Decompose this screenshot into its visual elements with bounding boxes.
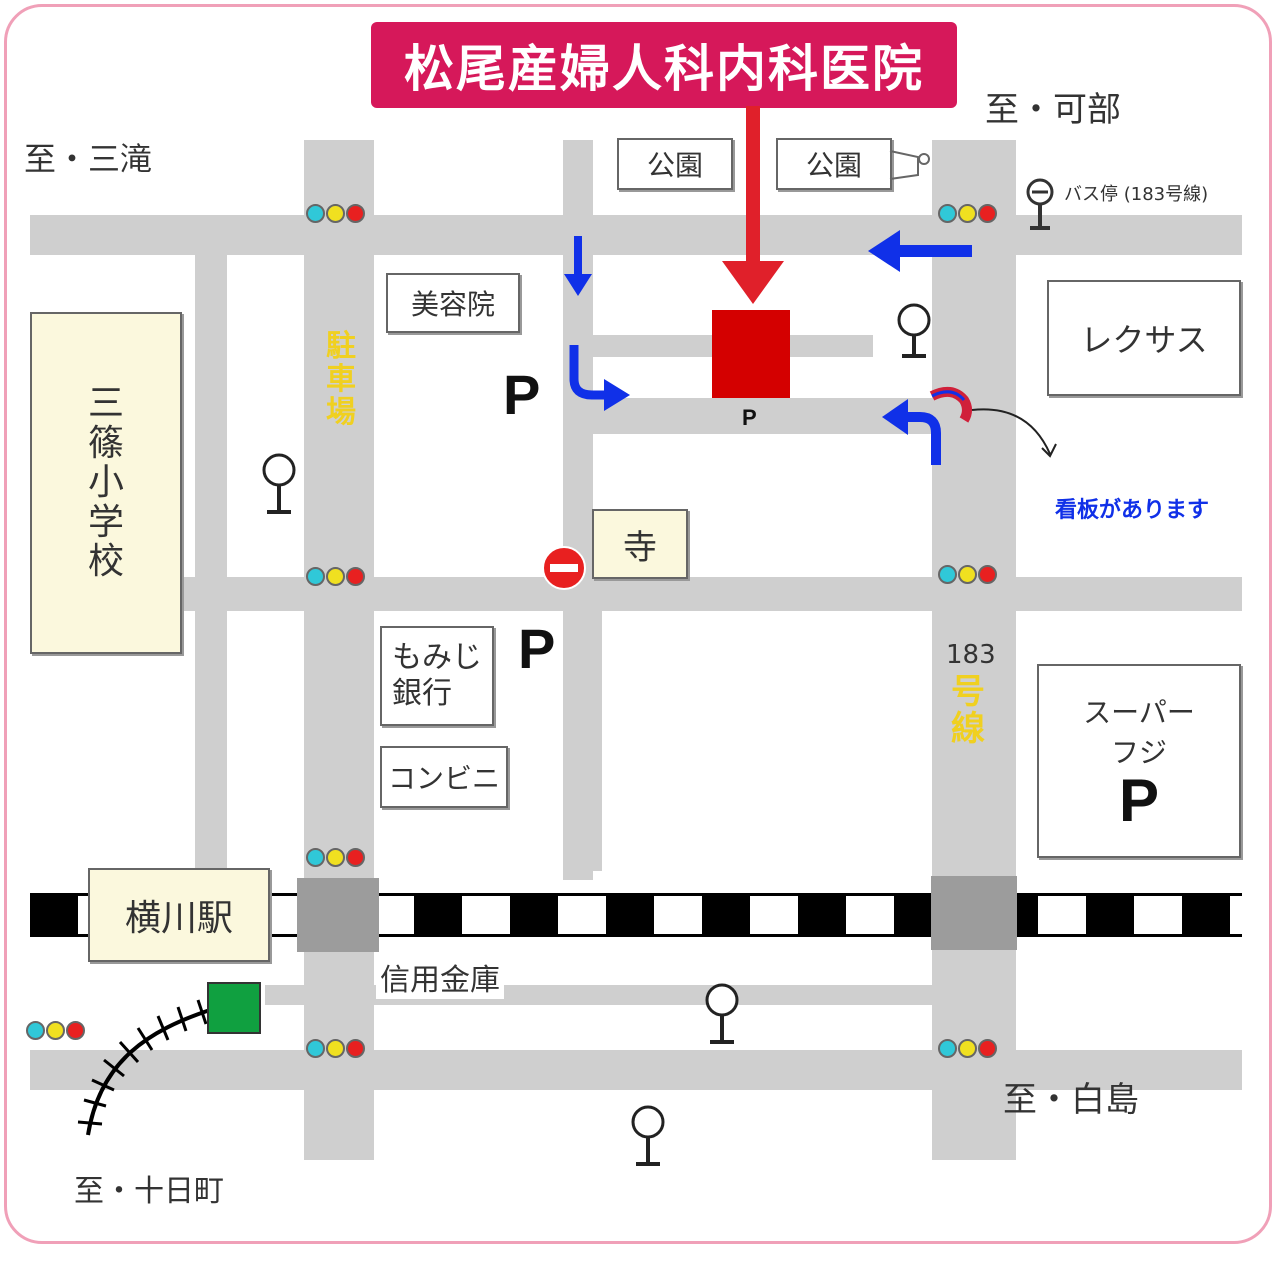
traffic-signal-icon bbox=[938, 565, 997, 584]
traffic-signal-icon bbox=[306, 1039, 365, 1058]
super-fuji-name-1: スーパー bbox=[1083, 696, 1195, 729]
railway-crossing-east bbox=[931, 876, 1017, 950]
direction-kabe: 至・可部 bbox=[985, 90, 1121, 130]
traffic-signal-icon bbox=[938, 204, 997, 223]
school-name-char: 三 bbox=[87, 383, 124, 425]
lexus-box: レクサス bbox=[1047, 280, 1241, 396]
traffic-signal-icon bbox=[306, 848, 365, 867]
traffic-signal-icon bbox=[938, 1039, 997, 1058]
parking-mark-south: P bbox=[518, 617, 556, 680]
road-route183 bbox=[932, 140, 1016, 1160]
parking-mark-north: P bbox=[503, 363, 541, 426]
clinic-title-banner: 松尾産婦人科内科医院 bbox=[371, 22, 957, 108]
school-name-char: 学 bbox=[87, 501, 124, 543]
bus-stop-pin-icon bbox=[705, 983, 739, 1044]
school-name-char: 篠 bbox=[87, 422, 124, 464]
momiji-bank-name: もみじ 銀行 bbox=[392, 640, 482, 711]
park-box-2: 公園 bbox=[776, 138, 892, 190]
school-name-char: 小 bbox=[87, 462, 124, 504]
momiji-bank-box: もみじ 銀行 bbox=[380, 626, 494, 726]
clinic-parking-label: P bbox=[742, 405, 757, 430]
bus-stop-pin-icon bbox=[631, 1105, 665, 1166]
clinic-building bbox=[712, 310, 790, 398]
railway-crossing-west bbox=[297, 878, 379, 952]
parking-lot-char: 車 bbox=[326, 362, 356, 397]
beauty-salon-box: 美容院 bbox=[386, 273, 520, 333]
school-box: 三篠小学校 bbox=[30, 312, 182, 654]
bus-stop-icon bbox=[1026, 178, 1054, 230]
arrow-down-icon bbox=[564, 236, 592, 296]
signboard-red-marker-icon bbox=[929, 386, 972, 423]
route183-label: 号線 bbox=[951, 672, 985, 750]
arrow-left-icon bbox=[868, 230, 972, 272]
temple-box: 寺 bbox=[592, 509, 688, 579]
direction-tokaichimachi: 至・十日町 bbox=[74, 1174, 224, 1209]
super-fuji-parking: P bbox=[1118, 767, 1160, 834]
road-center-lower bbox=[572, 611, 602, 871]
signboard-pointer-arrow bbox=[971, 408, 1057, 458]
road-middle bbox=[30, 577, 1242, 611]
no-entry-sign-icon bbox=[542, 546, 586, 590]
clinic-pointer-arrow bbox=[722, 106, 784, 304]
road-clinic-lower bbox=[593, 398, 933, 434]
road-south bbox=[30, 1050, 1242, 1090]
parking-lot-label: 駐車場 bbox=[326, 330, 356, 429]
school-name: 三篠小学校 bbox=[88, 384, 124, 582]
direction-mitaki: 至・三滝 bbox=[24, 140, 153, 178]
traffic-signal-icon bbox=[26, 1021, 85, 1040]
arrow-turn-left-icon bbox=[882, 399, 941, 465]
parking-lot-char: 駐 bbox=[326, 329, 356, 364]
route183-char: 号 bbox=[951, 672, 985, 712]
super-fuji-name-2: フジ bbox=[1110, 736, 1167, 769]
yokogawa-station-box: 横川駅 bbox=[88, 868, 270, 962]
branch-railway bbox=[77, 999, 211, 1136]
parking-lot-char: 場 bbox=[326, 395, 356, 430]
route183-number: 183 bbox=[946, 640, 996, 670]
school-name-char: 校 bbox=[87, 541, 124, 583]
bus-stop-pin-icon bbox=[262, 453, 296, 514]
bus-stop-label: バス停 (183号線) bbox=[1064, 184, 1209, 205]
road-main-vertical bbox=[304, 140, 374, 1160]
park-box-1: 公園 bbox=[617, 138, 733, 190]
signboard-label: 看板があります bbox=[1055, 498, 1210, 523]
super-fuji-box: スーパー フジ P bbox=[1037, 664, 1241, 858]
traffic-signal-icon bbox=[306, 567, 365, 586]
route183-char: 線 bbox=[951, 709, 985, 750]
direction-shiraishima: 至・白島 bbox=[1003, 1080, 1139, 1120]
traffic-signal-icon bbox=[306, 204, 365, 223]
park-gate-icon bbox=[889, 150, 930, 180]
shinkin-bank-label: 信用金庫 bbox=[376, 955, 504, 999]
road-north bbox=[30, 215, 1242, 255]
station-green-marker bbox=[207, 982, 261, 1034]
convenience-store-box: コンビニ bbox=[380, 746, 508, 808]
bus-stop-pin-icon bbox=[897, 303, 931, 358]
road-west-vertical bbox=[195, 255, 227, 895]
arrow-turn-right-icon bbox=[569, 345, 630, 411]
